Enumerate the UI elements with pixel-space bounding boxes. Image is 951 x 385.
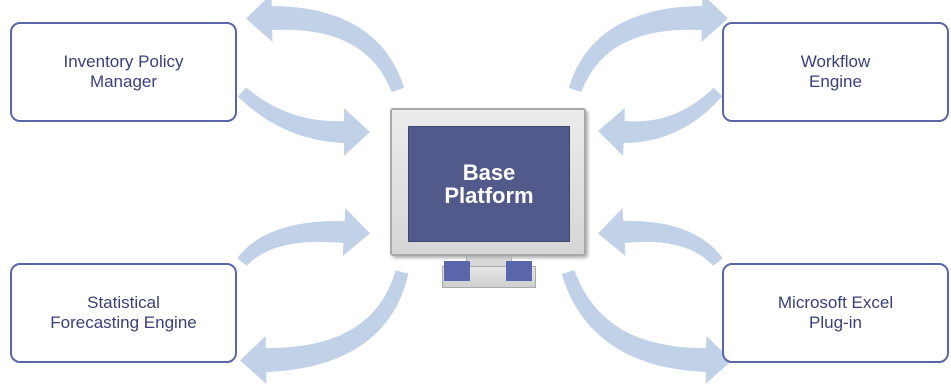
monitor-bezel: Base Platform — [390, 108, 586, 256]
monitor-foot-right-pad — [506, 261, 532, 281]
arrow-platform-to-workflow — [568, 0, 728, 93]
base-platform-label: Base Platform — [444, 160, 534, 208]
inventory-policy-manager-box: Inventory Policy Manager — [10, 22, 237, 122]
base-platform-monitor: Base Platform — [390, 108, 586, 288]
statistical-forecasting-engine-box: Statistical Forecasting Engine — [10, 263, 237, 363]
statistical-forecasting-engine-label: Statistical Forecasting Engine — [50, 293, 197, 332]
monitor-screen: Base Platform — [408, 126, 570, 242]
arrow-workflow-to-platform — [598, 87, 723, 156]
arrow-statistical-to-platform — [237, 208, 370, 266]
inventory-policy-manager-label: Inventory Policy Manager — [63, 52, 184, 91]
microsoft-excel-plugin-label: Microsoft Excel Plug-in — [777, 293, 894, 332]
monitor-foot-left-pad — [444, 261, 470, 281]
workflow-engine-label: Workflow Engine — [800, 52, 871, 91]
arrow-inventory-to-platform — [237, 87, 370, 156]
arrow-platform-to-excel — [561, 270, 732, 384]
microsoft-excel-plugin-box: Microsoft Excel Plug-in — [722, 263, 949, 363]
arrow-platform-to-inventory — [246, 0, 405, 93]
workflow-engine-box: Workflow Engine — [722, 22, 949, 122]
arrow-excel-to-platform — [598, 208, 723, 266]
arrow-platform-to-statistical — [240, 270, 409, 384]
